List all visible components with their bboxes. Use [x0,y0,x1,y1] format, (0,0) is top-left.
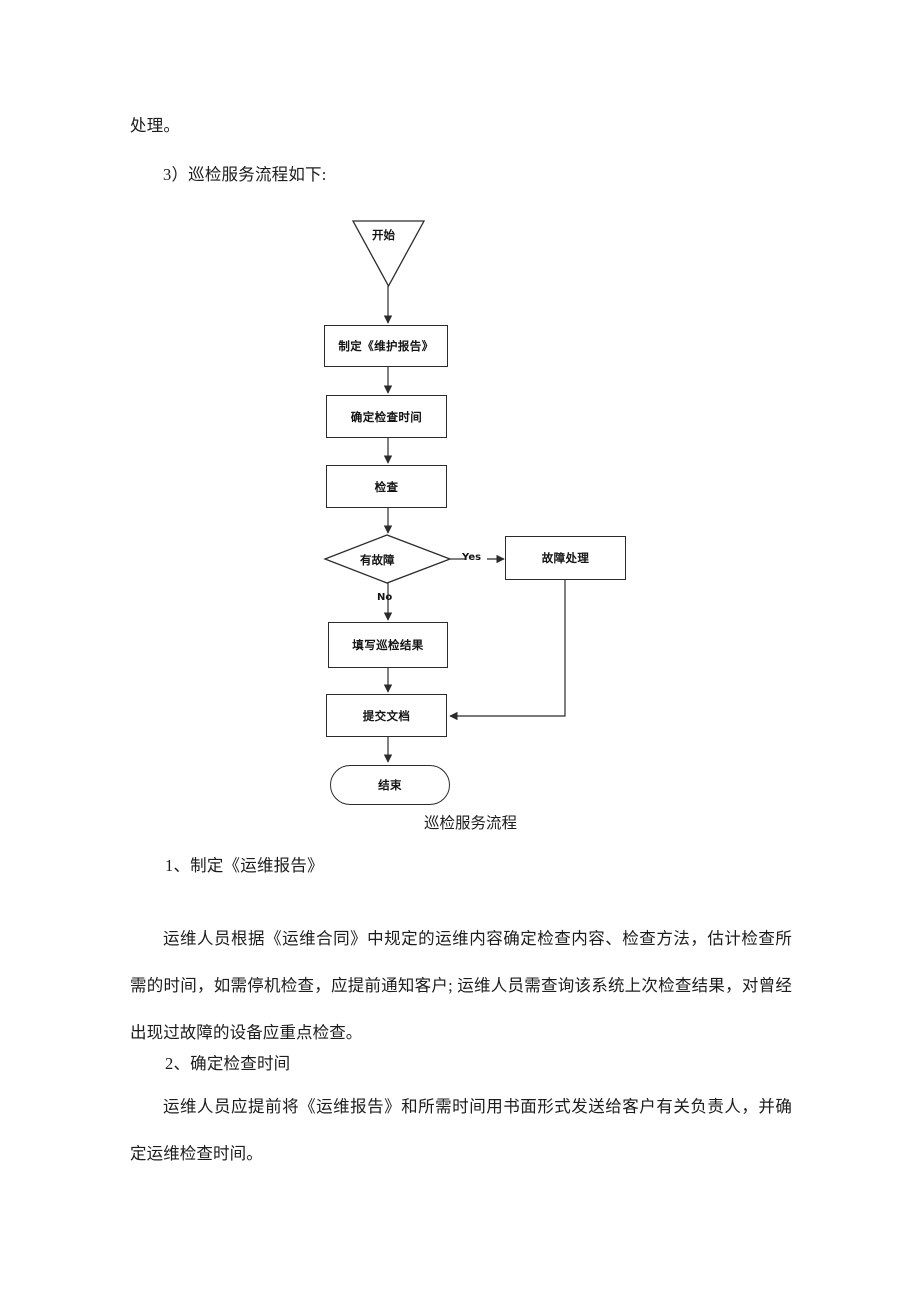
section-intro-line: 3）巡检服务流程如下: [163,165,327,184]
edge-label-yes: Yes [462,552,482,563]
flowchart-caption: 巡检服务流程 [424,815,518,832]
node-start-label: 开始 [372,228,395,242]
node-end: 结束 [330,765,450,805]
node-make-maintenance-report: 制定《维护报告》 [324,325,448,367]
section-1-body: 运维人员根据《运维合同》中规定的运维内容确定检查内容、检查方法，估计检查所需的时… [130,929,792,1042]
node-fault-handling: 故障处理 [505,536,626,580]
node-confirm-inspection-time: 确定检查时间 [326,395,447,438]
section-1-heading: 1、制定《运维报告》 [165,856,324,875]
node-fill-inspection-result: 填写巡检结果 [328,622,448,668]
edge-label-no: No [377,592,393,603]
node-submit-document: 提交文档 [326,694,447,737]
section-2-heading: 2、确定检查时间 [165,1054,291,1073]
node-inspect: 检查 [326,465,447,508]
start-triangle-shape [351,220,426,288]
edge-faulthandle-to-submit [449,580,566,721]
fault-decision-diamond [323,534,452,584]
section-2-body: 运维人员应提前将《运维报告》和所需时间用书面形式发送给客户有关负责人，并确定运维… [130,1097,792,1163]
top-text-line: 处理。 [130,116,181,135]
node-fault-decision-label: 有故障 [360,553,395,567]
